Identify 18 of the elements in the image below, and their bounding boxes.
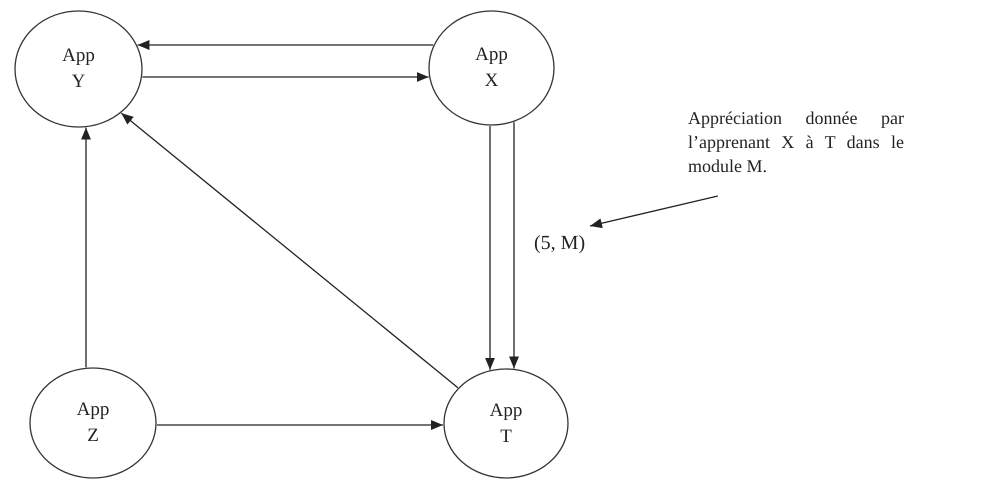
annotation-text: Appréciation donnée par l’apprenant X à T dans le module M. (688, 106, 904, 178)
learner-label: App X (474, 43, 509, 93)
arrow (137, 40, 434, 50)
rating-label: (5, M) (534, 230, 586, 256)
learner-circle (428, 10, 555, 126)
arrow (156, 420, 444, 430)
learner-label: App Y (61, 44, 96, 94)
arrow (142, 72, 429, 82)
arrow (120, 112, 458, 388)
learner-label: App Z (76, 398, 110, 448)
arrow (509, 122, 519, 368)
leader-line (590, 195, 718, 228)
learner-circle (14, 10, 143, 128)
learner-circle (443, 368, 569, 479)
arrow (485, 126, 495, 370)
learner-label: App T (488, 398, 524, 448)
learner-circle (29, 367, 157, 479)
arrow (81, 128, 91, 368)
